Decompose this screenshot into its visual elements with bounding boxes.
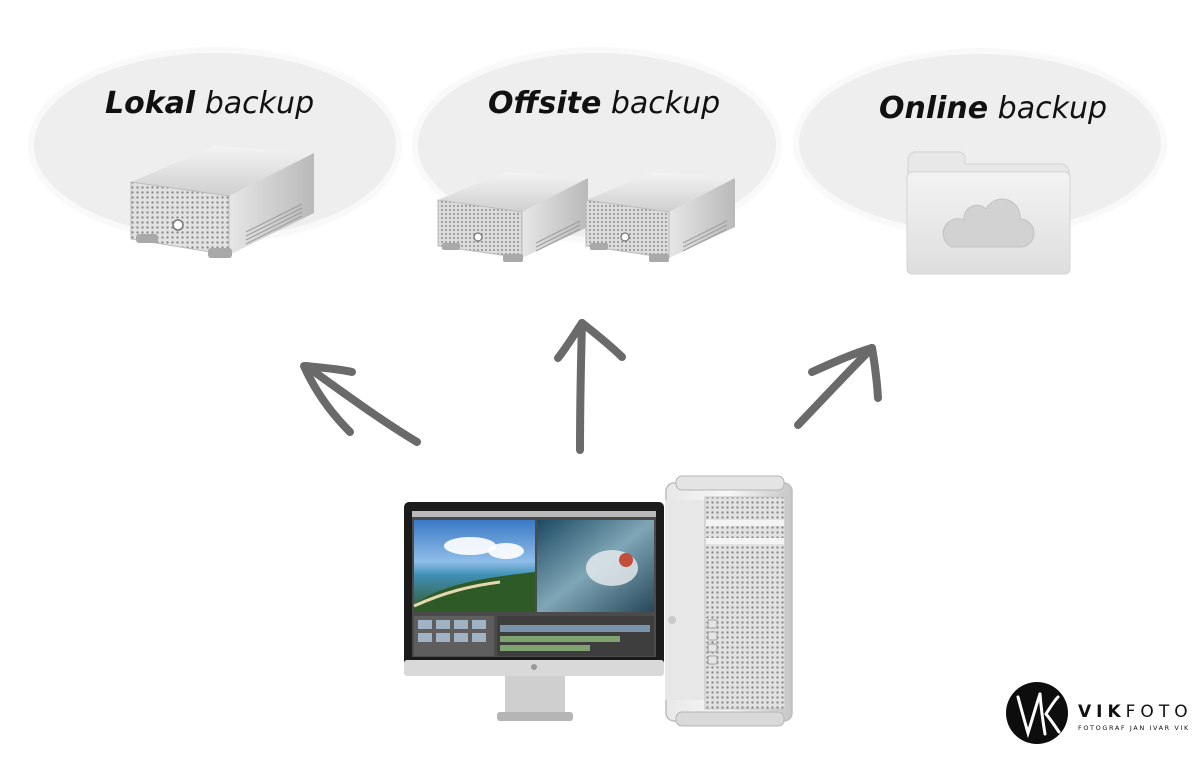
- online-backup-title: Online backup: [879, 91, 1107, 126]
- tower-icon: [665, 475, 793, 727]
- offsite-drive-icon: [437, 172, 588, 262]
- local-title-rest: backup: [195, 86, 315, 121]
- local-title-bold: Lokal: [105, 86, 196, 121]
- online-title-bold: Online: [879, 91, 989, 126]
- offsite-backup-title: Offsite backup: [488, 86, 720, 121]
- offsite-drive-icon: [585, 172, 735, 262]
- logo-brand-rest: FOTO: [1125, 702, 1193, 722]
- logo-brand: VIKFOTO: [1078, 702, 1193, 722]
- online-title-rest: backup: [988, 91, 1108, 126]
- monitor-icon: [404, 502, 664, 721]
- cloud-folder-icon: [906, 151, 1071, 275]
- logo-subtitle: FOTOGRAF JAN IVAR VIK: [1078, 724, 1190, 732]
- local-drive-icon: [130, 146, 314, 258]
- offsite-title-rest: backup: [601, 86, 721, 121]
- arrow-to-offsite: [554, 319, 626, 454]
- arrow-to-local: [300, 362, 421, 446]
- arrow-to-online: [794, 344, 882, 429]
- local-backup-title: Lokal backup: [105, 86, 314, 121]
- vikfoto-logo-icon: [1006, 682, 1068, 744]
- logo-brand-bold: VIK: [1078, 702, 1126, 722]
- offsite-title-bold: Offsite: [488, 86, 602, 121]
